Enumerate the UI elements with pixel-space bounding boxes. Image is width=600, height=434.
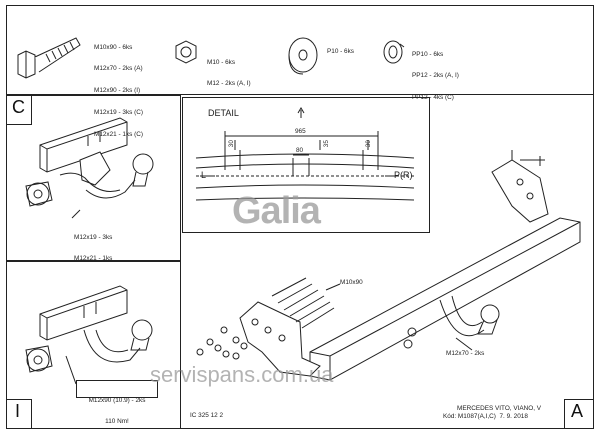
bolt-spec: M12x90 - 2ks (I)	[94, 87, 141, 95]
spring-washer-spec: PP12 - 2ks (A, I)	[412, 72, 459, 80]
site-watermark: servispans.com.ua	[150, 362, 334, 387]
nut-spec-list: M10 - 6ks M12 - 2ks (A, I)	[207, 44, 251, 95]
panel-c-frame	[6, 95, 181, 261]
bolts-callout: M10x90	[340, 279, 363, 286]
callout: M12x90 (10.9) - 2ks	[88, 396, 146, 404]
drawing-code: IC 325 12 2	[190, 412, 224, 419]
nut-icon	[175, 40, 197, 64]
dim-right: 30	[364, 140, 372, 148]
bolt-spec: M12x21 - 1ks (C)	[94, 131, 144, 139]
bolt-spec: M12x70 - 2ks (A)	[94, 65, 143, 73]
callout: M12x19 - 3ks	[74, 233, 113, 241]
panel-a-letter: A	[571, 401, 584, 421]
panel-i-letter-box	[6, 399, 32, 429]
spring-washer-spec-list: PP10 - 6ks PP12 - 2ks (A, I) PP12 - 4ks …	[412, 36, 459, 109]
bolt-spec: M12x19 - 3ks (C)	[94, 109, 144, 117]
side-left-label: L	[201, 170, 207, 180]
washer-icon	[288, 37, 318, 75]
kod-line: Kód: M1087(A,I,C) 7. 9. 2018	[443, 413, 528, 420]
panel-c-drawing	[25, 117, 154, 219]
detail-drawing	[195, 107, 415, 201]
panel-c-callouts: M12x19 - 3ks M12x21 - 1ks	[74, 219, 112, 270]
detail-frame	[182, 97, 430, 233]
dim-left: 30	[227, 140, 235, 148]
panel-c-letter-box	[6, 95, 32, 125]
panel-c-letter: C	[12, 97, 25, 117]
bolt-icon	[17, 37, 81, 79]
main-towbar-drawing	[196, 150, 581, 381]
detail-title: DETAIL	[208, 108, 239, 118]
dim-mid: 35	[322, 140, 330, 148]
nut-spec: M12 - 2ks (A, I)	[207, 80, 251, 88]
vehicle-name: MERCEDES VITO, VIANO, V	[457, 405, 542, 412]
callout: M12x21 - 1ks	[74, 255, 113, 263]
dim-overall: 965	[295, 128, 306, 135]
bolt-spec-list: M10x90 - 6ks M12x70 - 2ks (A) M12x90 - 2…	[94, 29, 143, 146]
torque-callout-box	[76, 380, 158, 398]
spring-washer-spec: PP12 - 4ks (C)	[412, 94, 454, 102]
callout: 110 Nm!	[105, 418, 129, 426]
ball-bolts-callout: M12x70 - 2ks	[446, 350, 485, 357]
dim-center: 80	[296, 147, 304, 154]
spring-washer-spec: PP10 - 6ks	[412, 50, 444, 58]
bolt-spec: M10x90 - 6ks	[94, 43, 133, 51]
brand-watermark: Galia	[232, 190, 321, 232]
panel-i-letter: I	[15, 401, 21, 421]
hardware-panel	[6, 5, 594, 95]
washer-spec: P10 - 6ks	[327, 48, 354, 55]
panel-i-callouts: M12x90 (10.9) - 2ks 110 Nm!	[80, 382, 154, 433]
panel-i-drawing	[25, 285, 153, 385]
nut-spec: M10 - 6ks	[207, 58, 236, 66]
spring-washer-icon	[383, 40, 405, 64]
panel-a-letter-box	[564, 399, 594, 429]
side-right-label: P(R)	[394, 170, 413, 180]
panel-i-frame	[6, 261, 181, 429]
